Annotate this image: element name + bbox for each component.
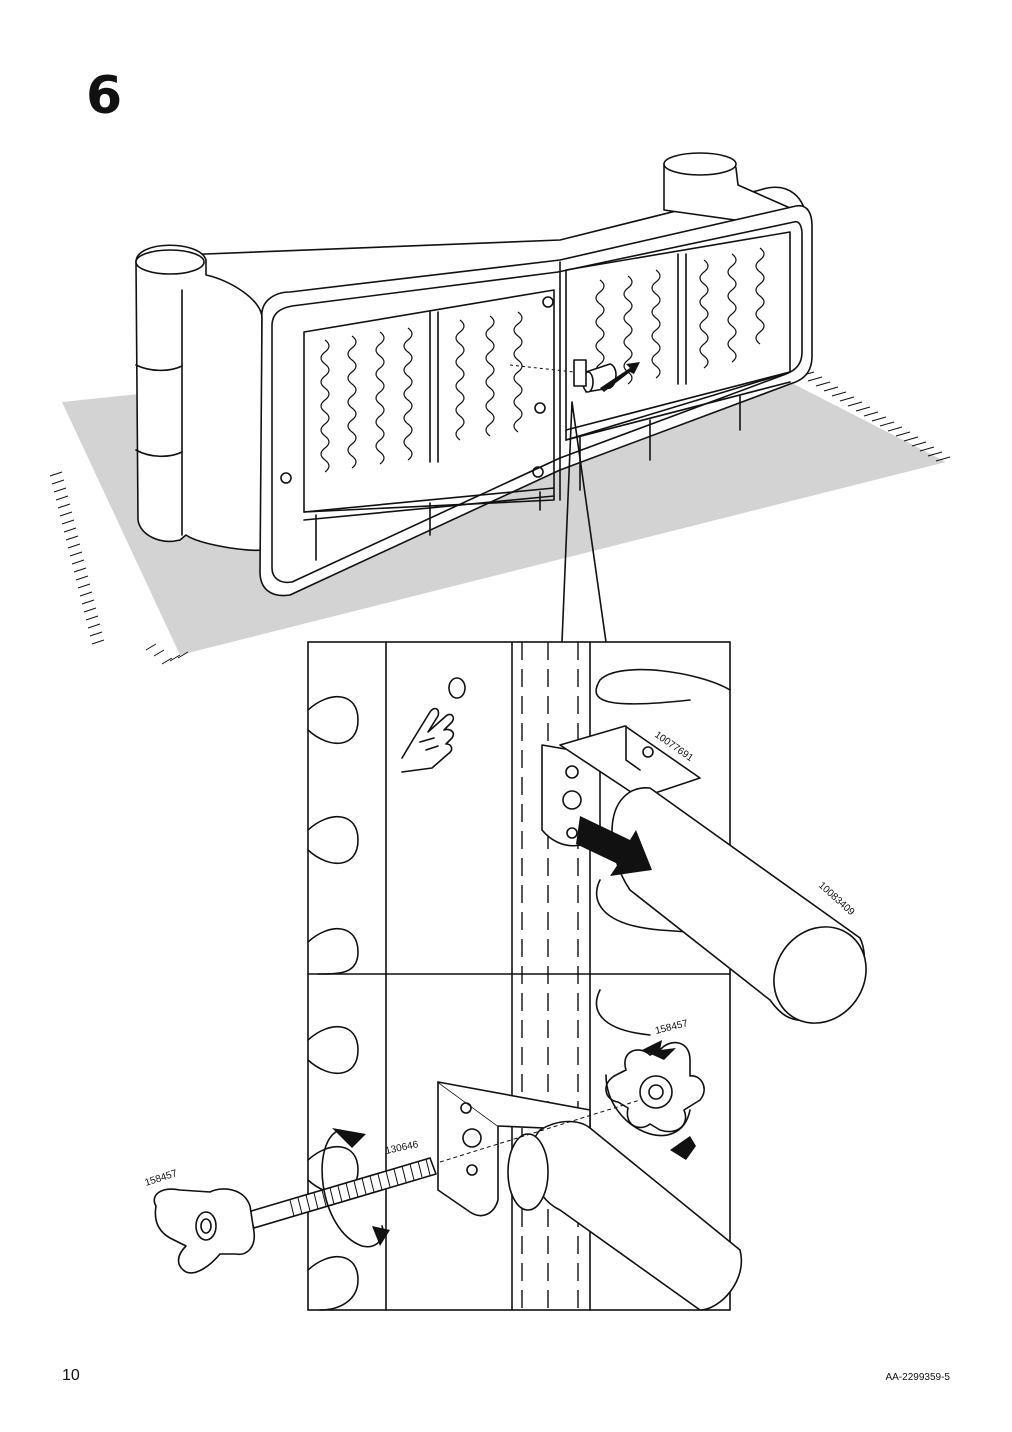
hand-press-icon — [401, 677, 466, 773]
step-number: 6 — [86, 66, 123, 126]
rotate-arrow-icon — [642, 1040, 676, 1060]
bracket-and-leg-lower: 158457 130646 158457 — [144, 1018, 743, 1311]
rotate-arrow-icon — [605, 1074, 691, 1137]
detail-panel: 10077691 10083409 158457 — [144, 641, 867, 1311]
push-arrow-icon — [600, 362, 640, 392]
bracket-and-leg-upper: 10077691 10083409 — [541, 725, 867, 1024]
page-number: 10 — [62, 1367, 80, 1384]
rotate-arrow-icon — [670, 1136, 696, 1160]
document-code: AA-2299359-5 — [885, 1372, 951, 1383]
wing-nut — [153, 1188, 256, 1274]
sofa-frame-illustration — [135, 152, 813, 597]
push-arrow-icon — [576, 816, 652, 876]
part-number-wing-nut-left: 158457 — [144, 1168, 180, 1189]
